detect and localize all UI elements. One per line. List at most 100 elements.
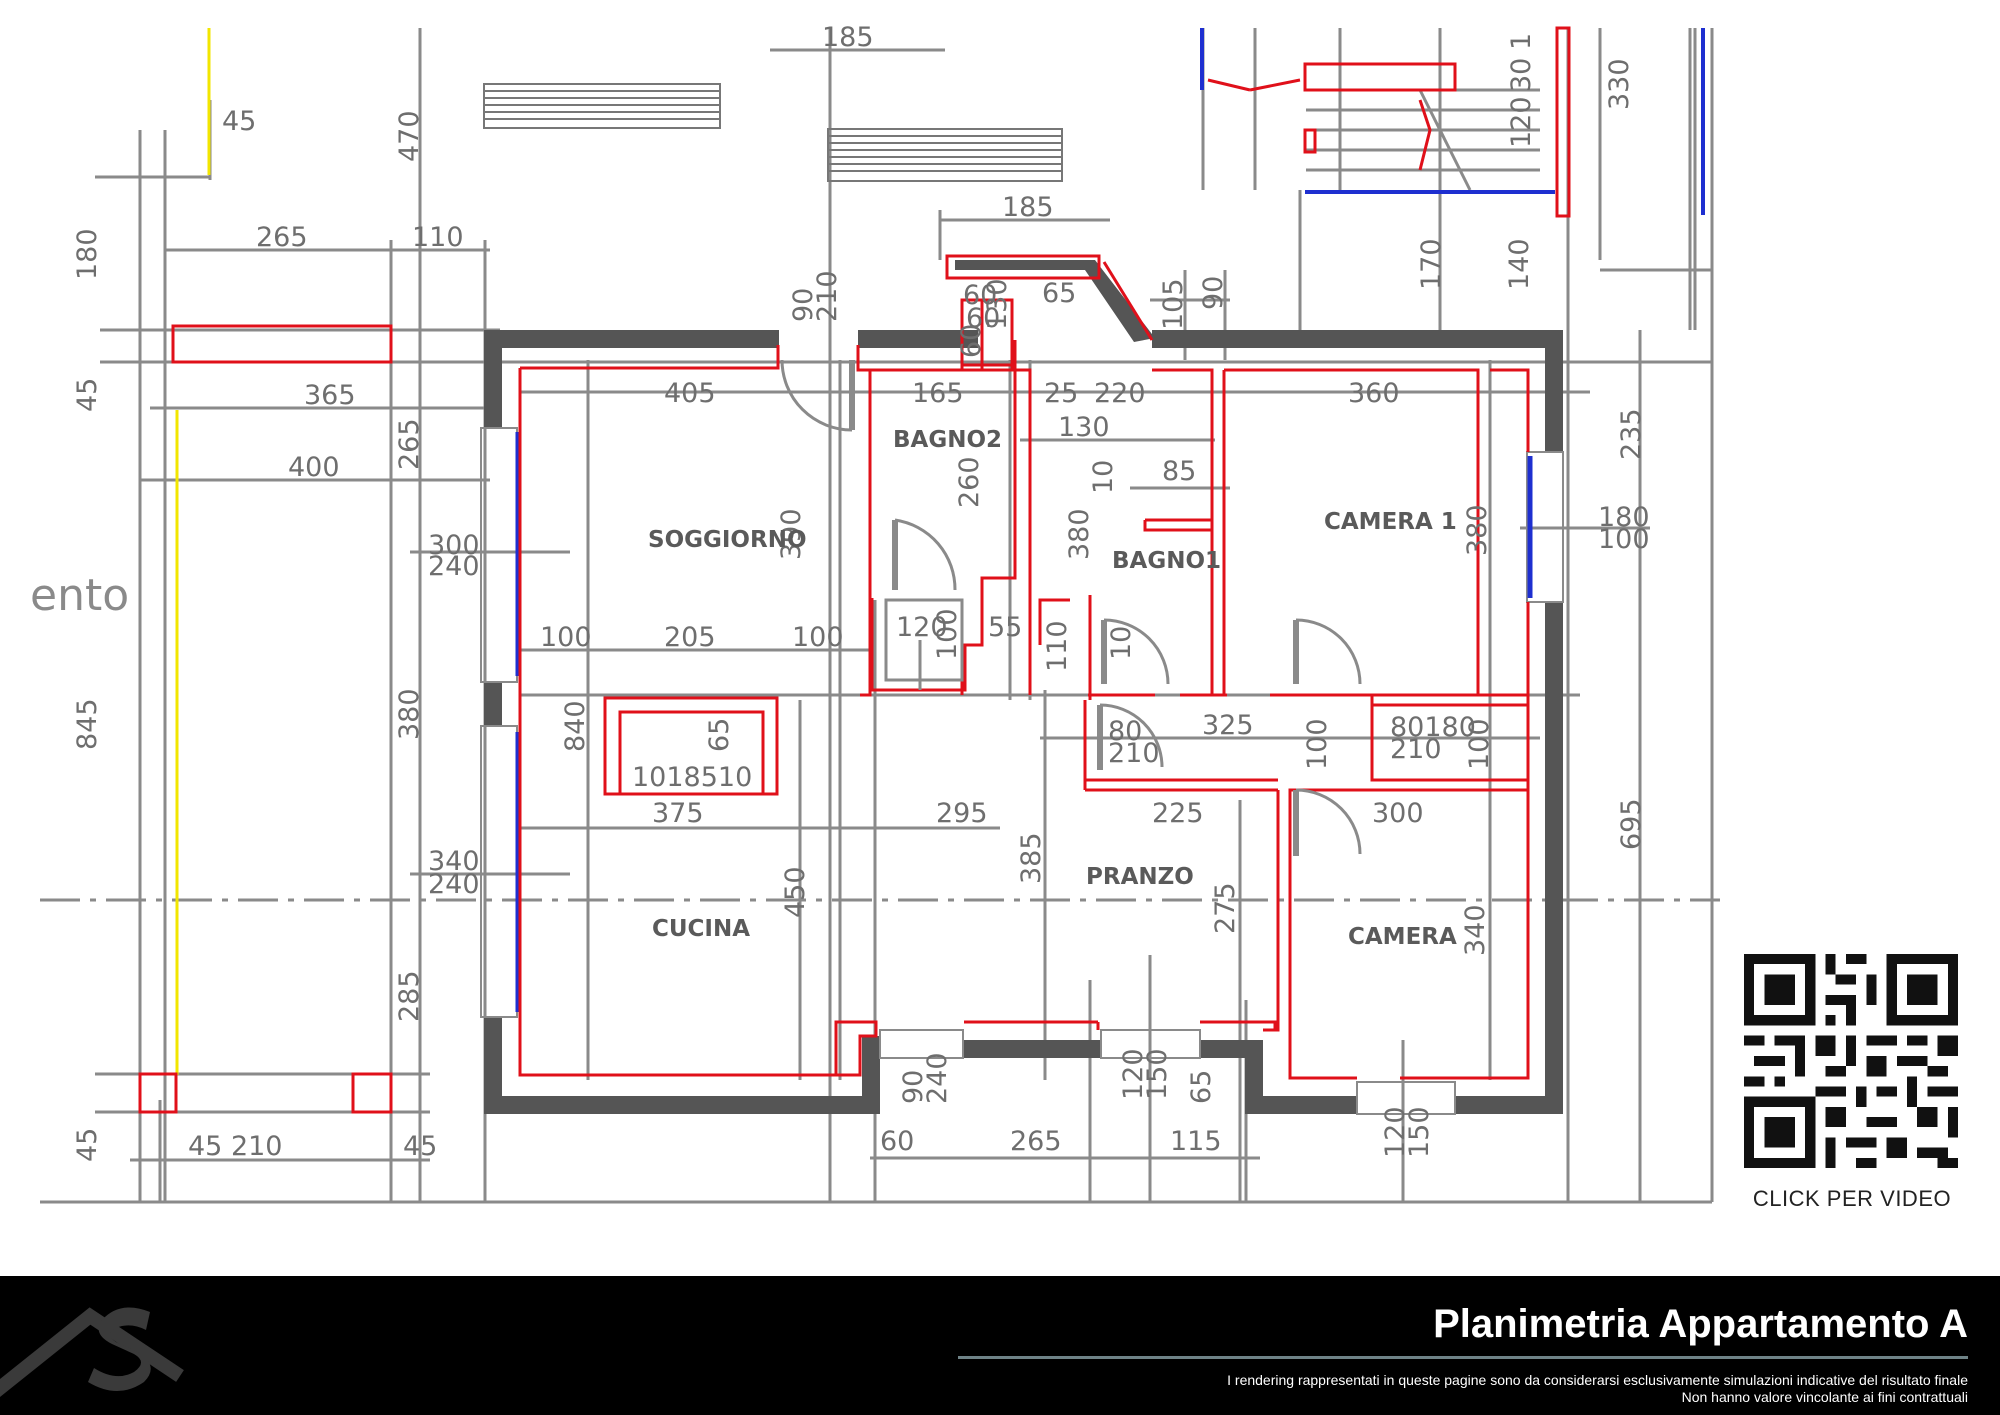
svg-text:470: 470 — [394, 110, 425, 162]
svg-text:340: 340 — [428, 846, 480, 877]
qr-video-link[interactable]: CLICK PER VIDEO — [1752, 1186, 1952, 1211]
svg-text:210: 210 — [1108, 738, 1160, 769]
brand-logo-icon — [0, 1307, 184, 1397]
svg-text:340: 340 — [1460, 904, 1491, 956]
svg-text:100: 100 — [540, 622, 592, 653]
svg-text:695: 695 — [1616, 798, 1647, 850]
svg-text:65: 65 — [704, 718, 735, 752]
room-camera1: CAMERA 1 — [1324, 509, 1457, 535]
svg-text:325: 325 — [1202, 710, 1254, 741]
svg-text:380: 380 — [1462, 504, 1493, 556]
svg-text:110: 110 — [412, 222, 464, 253]
svg-text:165: 165 — [912, 378, 964, 409]
room-labels: SOGGIORNO BAGNO2 BAGNO1 CAMERA 1 CUCINA … — [30, 427, 1457, 950]
svg-text:45: 45 — [72, 1128, 103, 1162]
room-cucina: CUCINA — [652, 916, 750, 942]
svg-text:90: 90 — [898, 1070, 929, 1104]
svg-text:265: 265 — [256, 222, 308, 253]
qr-code-icon[interactable] — [1744, 954, 1958, 1168]
svg-text:845: 845 — [72, 698, 103, 750]
svg-text:100: 100 — [932, 608, 963, 660]
doors — [780, 359, 1362, 856]
svg-text:380: 380 — [1064, 508, 1095, 560]
svg-text:120: 120 — [1380, 1106, 1411, 1158]
svg-text:170: 170 — [1416, 238, 1447, 290]
svg-text:130: 130 — [982, 278, 1013, 330]
divider — [958, 1356, 1968, 1359]
page-title: Planimetria Appartamento A — [1433, 1302, 1968, 1346]
internal-partitions — [138, 254, 1530, 1114]
svg-text:375: 375 — [652, 798, 704, 829]
svg-text:205: 205 — [664, 622, 716, 653]
svg-text:380: 380 — [394, 688, 425, 740]
svg-text:65: 65 — [1186, 1070, 1217, 1104]
svg-text:840: 840 — [560, 700, 591, 752]
svg-text:295: 295 — [936, 798, 988, 829]
svg-text:85: 85 — [1162, 456, 1196, 487]
svg-text:265: 265 — [394, 418, 425, 470]
svg-text:185: 185 — [1002, 192, 1054, 223]
svg-text:150: 150 — [1404, 1106, 1435, 1158]
svg-text:360: 360 — [1348, 378, 1400, 409]
svg-text:60: 60 — [966, 303, 1000, 334]
dimension-labels: 185 45 470 180 265 110 45 365 400 265 30… — [72, 22, 1650, 1162]
disclaimer-line-2: Non hanno valore vincolante ai fini cont… — [1681, 1389, 1968, 1405]
svg-text:60: 60 — [963, 280, 997, 311]
room-pranzo: PRANZO — [1086, 864, 1194, 890]
room-bagno2: BAGNO2 — [893, 427, 1002, 453]
svg-text:60: 60 — [880, 1126, 914, 1157]
svg-text:110: 110 — [1042, 620, 1073, 672]
svg-text:140: 140 — [1504, 238, 1535, 290]
svg-text:405: 405 — [664, 378, 716, 409]
svg-text:300: 300 — [1372, 798, 1424, 829]
svg-text:45: 45 — [72, 378, 103, 412]
svg-text:180: 180 — [72, 228, 103, 280]
footer: Planimetria Appartamento A I rendering r… — [0, 1276, 2000, 1415]
floor-plan: 185 45 470 180 265 110 45 365 400 265 30… — [30, 22, 1720, 1204]
svg-text:225: 225 — [1152, 798, 1204, 829]
svg-text:90: 90 — [788, 288, 819, 322]
svg-text:55: 55 — [988, 612, 1022, 643]
disclaimer-line-1: I rendering rappresentati in queste pagi… — [1227, 1372, 1968, 1388]
svg-text:120: 120 — [1506, 96, 1537, 148]
svg-text:390: 390 — [776, 508, 807, 560]
svg-text:100: 100 — [792, 622, 844, 653]
svg-text:300: 300 — [428, 530, 480, 561]
room-soggiorno: SOGGIORNO — [648, 527, 807, 553]
exterior-walls — [484, 260, 1563, 1114]
svg-text:10: 10 — [1106, 626, 1137, 660]
svg-text:240: 240 — [428, 869, 480, 900]
svg-text:1: 1 — [1506, 33, 1537, 50]
svg-text:120: 120 — [896, 612, 948, 643]
svg-text:150: 150 — [1142, 1048, 1173, 1100]
svg-text:400: 400 — [288, 452, 340, 483]
svg-text:45: 45 — [222, 106, 256, 137]
svg-text:45: 45 — [403, 1131, 437, 1162]
svg-text:210: 210 — [812, 270, 843, 322]
disclaimer: I rendering rappresentati in queste pagi… — [1227, 1372, 1968, 1406]
svg-text:180: 180 — [1598, 502, 1650, 533]
svg-text:80: 80 — [1108, 716, 1142, 747]
svg-text:100: 100 — [1598, 524, 1650, 555]
svg-text:265: 265 — [1010, 1126, 1062, 1157]
svg-text:450: 450 — [780, 866, 811, 918]
room-camera: CAMERA — [1348, 924, 1457, 950]
svg-text:185: 185 — [822, 22, 874, 53]
windows — [480, 427, 1564, 1115]
svg-text:60: 60 — [956, 324, 987, 358]
axis-line — [175, 28, 211, 1075]
svg-text:100: 100 — [1302, 718, 1333, 770]
svg-text:210: 210 — [1390, 734, 1442, 765]
svg-text:115: 115 — [1170, 1126, 1222, 1157]
svg-text:220: 220 — [1094, 378, 1146, 409]
svg-text:240: 240 — [428, 551, 480, 582]
svg-text:330: 330 — [1604, 58, 1635, 110]
svg-text:105: 105 — [1158, 278, 1189, 330]
dimension-lines — [40, 28, 1720, 1204]
svg-text:90: 90 — [1198, 276, 1229, 310]
svg-text:285: 285 — [394, 970, 425, 1022]
svg-text:100: 100 — [1464, 718, 1495, 770]
svg-text:65: 65 — [1042, 278, 1076, 309]
svg-text:385: 385 — [1016, 832, 1047, 884]
svg-text:1018510: 1018510 — [632, 762, 752, 793]
